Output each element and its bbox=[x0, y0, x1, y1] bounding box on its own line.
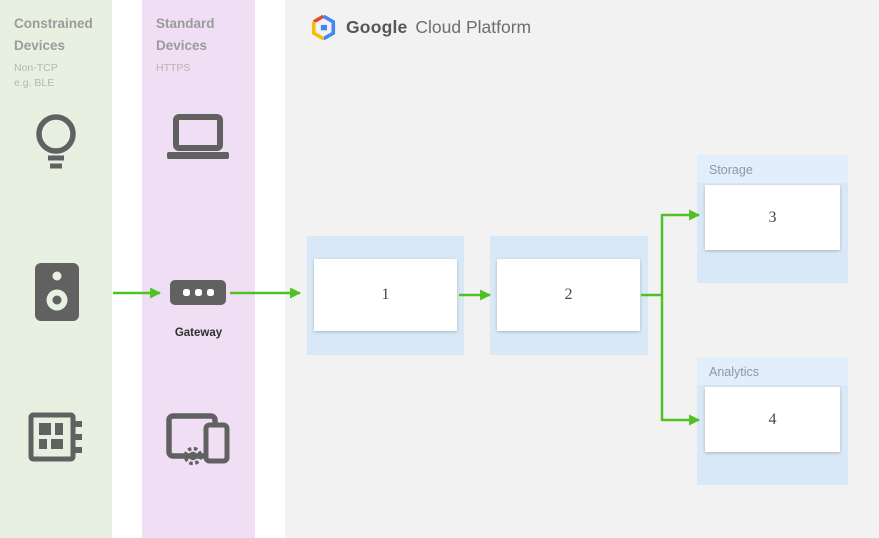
analytics-number: 4 bbox=[768, 410, 777, 428]
gateway-dot bbox=[194, 289, 202, 296]
speaker-icon bbox=[35, 263, 79, 321]
gateway-icon bbox=[170, 280, 226, 305]
standard-title-line2: Devices bbox=[156, 38, 208, 53]
gcp-wordmark: Google Cloud Platform bbox=[346, 17, 531, 38]
pipeline-node-2: 2 bbox=[490, 236, 648, 355]
gateway-dot bbox=[182, 289, 190, 296]
storage-card: 3 bbox=[705, 185, 840, 250]
constrained-subtitle-line1: Non-TCP bbox=[14, 62, 58, 74]
gateway-label: Gateway bbox=[174, 327, 223, 339]
standard-devices-column: Standard Devices HTTPS Gateway bbox=[142, 0, 255, 538]
standard-title-line1: Standard bbox=[156, 16, 215, 31]
brand-google-text: Google bbox=[346, 17, 408, 37]
analytics-panel: Analytics 4 bbox=[697, 357, 848, 485]
storage-label: Storage bbox=[697, 155, 848, 183]
pipeline-node-1-number: 1 bbox=[381, 286, 390, 303]
gcp-platform-area: Google Cloud Platform 1 2 Storage 3 Anal… bbox=[285, 0, 879, 538]
analytics-card: 4 bbox=[705, 387, 840, 452]
constrained-subtitle-line2: e.g. BLE bbox=[14, 77, 55, 89]
gcp-brand: Google Cloud Platform bbox=[310, 15, 531, 40]
analytics-label: Analytics bbox=[697, 357, 848, 385]
mobile-devices-icon bbox=[166, 413, 230, 466]
gateway-dot bbox=[206, 289, 214, 296]
storage-number: 3 bbox=[768, 208, 777, 226]
pipeline-node-1: 1 bbox=[307, 236, 464, 355]
gear-icon bbox=[183, 446, 203, 466]
pipeline-node-2-number: 2 bbox=[564, 286, 573, 303]
standard-devices-title: Standard Devices bbox=[156, 13, 247, 57]
constrained-devices-subtitle: Non-TCP e.g. BLE bbox=[14, 61, 104, 91]
brand-suffix-text: Cloud Platform bbox=[415, 17, 532, 37]
standard-devices-subtitle: HTTPS bbox=[156, 61, 247, 76]
lightbulb-icon bbox=[36, 114, 76, 169]
constrained-devices-header: Constrained Devices Non-TCP e.g. BLE bbox=[0, 0, 112, 91]
pipeline-node-1-card: 1 bbox=[314, 259, 457, 331]
storage-panel: Storage 3 bbox=[697, 155, 848, 283]
gcp-logo-icon bbox=[311, 15, 336, 40]
constrained-devices-title: Constrained Devices bbox=[14, 13, 104, 57]
laptop-icon bbox=[167, 114, 229, 159]
constrained-title-line2: Devices bbox=[14, 38, 66, 53]
constrained-devices-column: Constrained Devices Non-TCP e.g. BLE bbox=[0, 0, 112, 538]
pipeline-node-2-card: 2 bbox=[497, 259, 640, 331]
constrained-title-line1: Constrained bbox=[14, 16, 93, 31]
standard-subtitle-line1: HTTPS bbox=[156, 62, 191, 74]
standard-devices-header: Standard Devices HTTPS bbox=[142, 0, 255, 76]
developer-board-icon bbox=[28, 412, 82, 462]
